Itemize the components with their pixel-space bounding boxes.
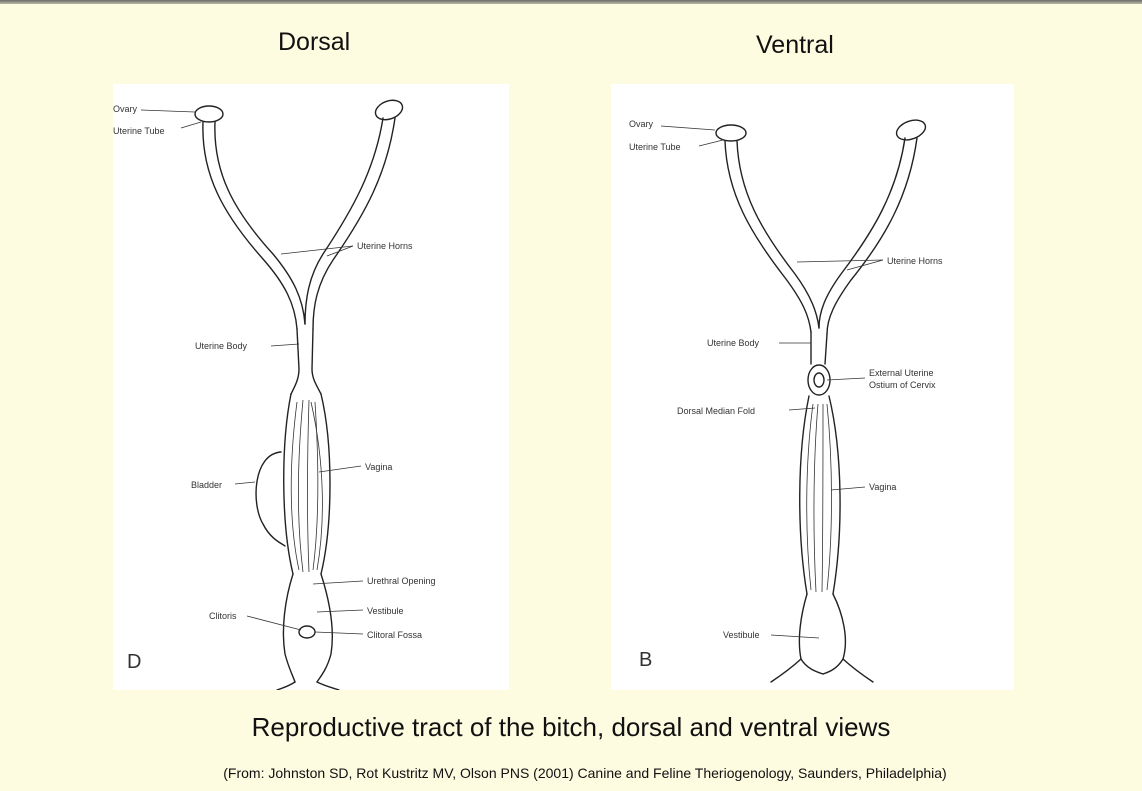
dorsal-ovary-label: Ovary <box>113 104 138 114</box>
dorsal-uterine-body-label: Uterine Body <box>195 341 248 351</box>
ventral-dorsal-median-fold-label: Dorsal Median Fold <box>677 406 755 416</box>
dorsal-clitoris-label: Clitoris <box>209 611 237 621</box>
ventral-external-uterine-label: External Uterine <box>869 368 934 378</box>
dorsal-diagram: Ovary Uterine Tube Uterine Horns Uterine… <box>113 84 509 690</box>
dorsal-uterine-tube-label: Uterine Tube <box>113 126 165 136</box>
dorsal-vestibule-label: Vestibule <box>367 606 404 616</box>
figure-caption: Reproductive tract of the bitch, dorsal … <box>0 712 1142 743</box>
dorsal-right-ovary <box>373 97 405 123</box>
dorsal-clitoral-fossa-label: Clitoral Fossa <box>367 630 422 640</box>
dorsal-panel-letter: D <box>127 651 141 673</box>
ventral-ovary-label: Ovary <box>629 119 654 129</box>
ventral-vagina-label: Vagina <box>869 482 896 492</box>
dorsal-bladder-label: Bladder <box>191 480 222 490</box>
dorsal-uterine-horns-label: Uterine Horns <box>357 241 413 251</box>
dorsal-urethral-opening-label: Urethral Opening <box>367 576 436 586</box>
ventral-uterine-horns-label: Uterine Horns <box>887 256 943 266</box>
dorsal-left-ovary <box>195 106 223 122</box>
ventral-uterine-tube-label: Uterine Tube <box>629 142 681 152</box>
ventral-vestibule-label: Vestibule <box>723 630 760 640</box>
ventral-title: Ventral <box>756 31 834 60</box>
ventral-panel-letter: B <box>639 649 652 671</box>
source-citation: (From: Johnston SD, Rot Kustritz MV, Ols… <box>0 765 1142 781</box>
dorsal-vagina-label: Vagina <box>365 462 392 472</box>
ventral-right-ovary <box>894 116 928 143</box>
top-border <box>0 0 1142 4</box>
ventral-ostium-cervix-label: Ostium of Cervix <box>869 380 936 390</box>
ventral-left-ovary <box>716 125 746 141</box>
dorsal-title: Dorsal <box>278 28 350 57</box>
ventral-uterine-body-label: Uterine Body <box>707 338 760 348</box>
ventral-diagram: Ovary Uterine Tube Uterine Horns Uterine… <box>611 84 1014 690</box>
